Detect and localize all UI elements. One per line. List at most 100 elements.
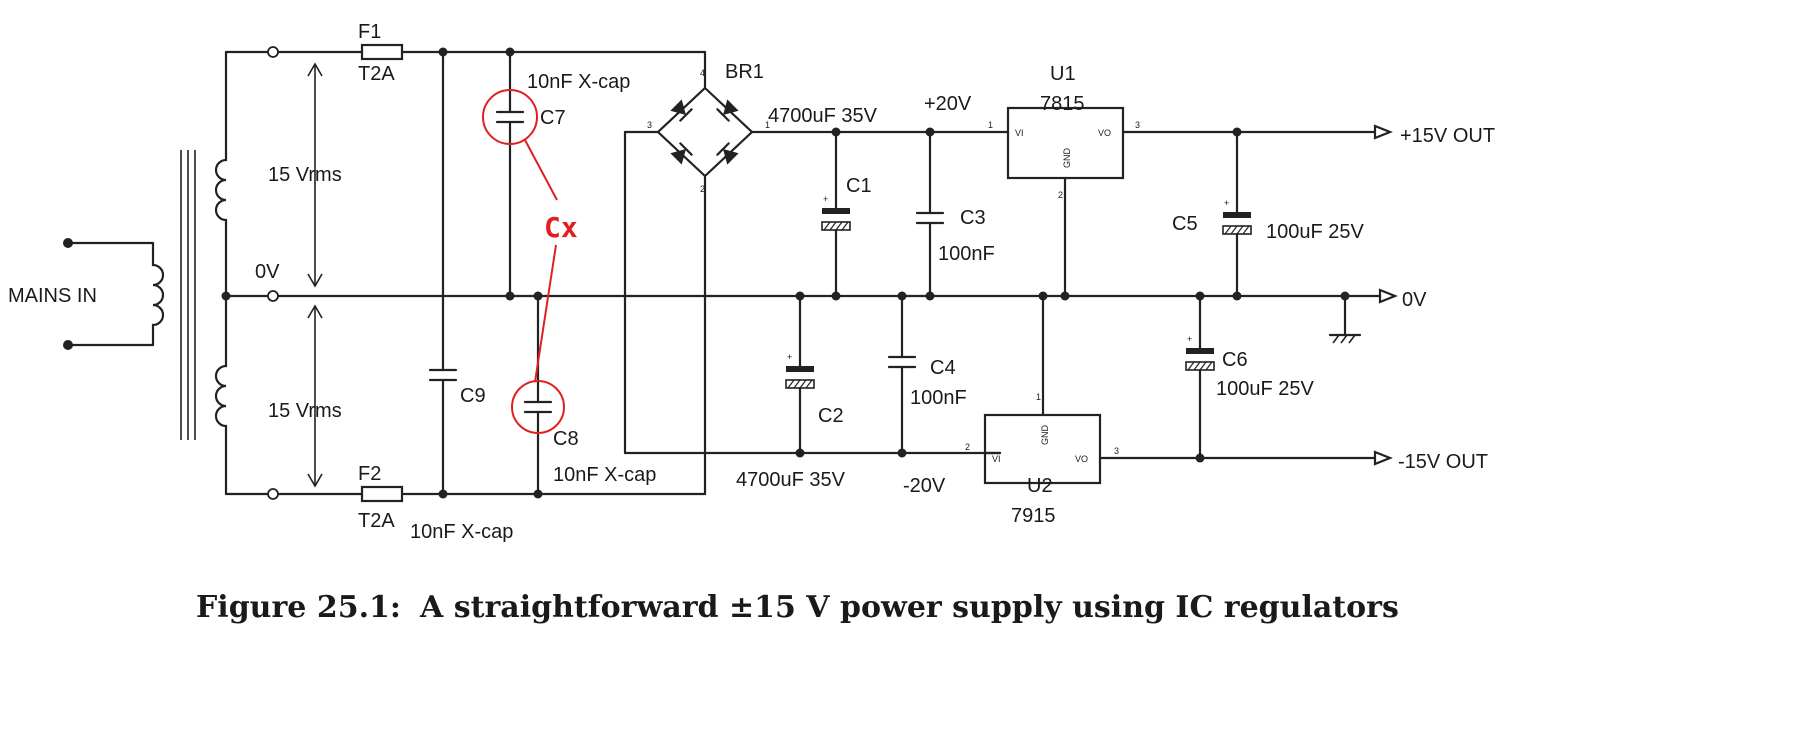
c1-label: C1 [846,175,872,197]
voltage-arrow-top [307,62,323,288]
junction-dot [505,291,515,301]
pin-number: 3 [1135,120,1140,130]
c6-value-label: 100uF 25V [1216,378,1315,400]
regulator-u2 [983,294,1377,485]
zero-v-left-label: 0V [255,261,280,283]
mains-terminal-bottom [63,340,73,350]
capacitor-c3 [915,130,945,298]
pin-number: 1 [988,120,993,130]
capacitor-c9 [428,50,458,496]
junction-dot [1195,453,1205,463]
primary-winding [151,241,165,347]
cx-highlight-c8 [511,380,565,434]
minus20-label: -20V [903,475,946,497]
out-plus-label: +15V OUT [1400,125,1495,147]
u2-vi-label: VI [992,454,1001,464]
secondary-winding-upper [214,50,228,298]
junction-dot [1195,291,1205,301]
c5-label: C5 [1172,213,1198,235]
pin-number: 2 [965,442,970,452]
br1-label: BR1 [725,61,764,83]
terminal-open [267,46,279,58]
junction-dot [925,127,935,137]
junction-dot [505,47,515,57]
cx-pointer-line [524,139,558,201]
pin-number: 3 [1114,446,1119,456]
pin-number: 1 [765,120,770,130]
cx-label: Cx [544,211,578,244]
svg-text:+: + [1187,334,1192,344]
c7-label: C7 [540,107,566,129]
pin-number: 2 [700,184,705,194]
pin-number: 3 [647,120,652,130]
junction-dot [897,448,907,458]
terminal-open [267,290,279,302]
u1-label: U1 [1050,63,1076,85]
fuse-f1 [360,43,404,61]
junction-dot [1232,127,1242,137]
junction-dot [925,291,935,301]
c3-label: C3 [960,207,986,229]
c8-type-label: 10nF X-cap [553,464,656,486]
f2-rating-label: T2A [358,510,395,532]
secondary-winding-lower [214,294,228,496]
u2-label: U2 [1027,475,1053,497]
junction-dot [533,291,543,301]
u2-part-label: 7915 [1011,505,1056,527]
junction-dot [1340,291,1350,301]
cx-annotation [482,89,565,434]
capacitor-c5: + [1222,130,1252,298]
junction-dot [221,291,231,301]
mains-terminal-top [63,238,73,248]
c2-label: C2 [818,405,844,427]
output-arrow-plus [1373,124,1393,140]
junction-dot [438,47,448,57]
u2-gnd-label: GND [1040,425,1050,446]
transformer [63,50,228,496]
cx-pointer-line [534,244,557,383]
c4-value-label: 100nF [910,387,967,409]
junction-dot [897,291,907,301]
vrms-bottom-label: 15 Vrms [268,400,342,422]
pin-number: 2 [1058,190,1063,200]
c1-value-label: 4700uF 35V [768,105,878,127]
junction-dot [831,127,841,137]
svg-text:+: + [1224,198,1229,208]
regulator-u1 [1006,106,1377,298]
u1-vi-label: VI [1015,128,1024,138]
svg-text:+: + [823,194,828,204]
junction-dot [1038,291,1048,301]
c3-value-label: 100nF [938,243,995,265]
f1-rating-label: T2A [358,63,395,85]
caption-text: A straightforward ±15 V power supply usi… [419,590,1399,625]
u1-gnd-label: GND [1062,148,1072,169]
mains-in-label: MAINS IN [8,285,97,307]
terminal-open [267,488,279,500]
c5-value-label: 100uF 25V [1266,221,1365,243]
f1-label: F1 [358,21,381,43]
c2-value-label: 4700uF 35V [736,469,846,491]
output-arrow-minus [1373,450,1393,466]
plus20-label: +20V [924,93,972,115]
c4-label: C4 [930,357,956,379]
junction-dot [795,291,805,301]
out-zero-label: 0V [1402,289,1427,311]
junction-dot [831,291,841,301]
capacitor-c4 [887,294,917,455]
capacitor-c8 [523,294,553,496]
capacitor-c1: + [821,130,851,298]
u1-vo-label: VO [1098,128,1111,138]
capacitor-c7 [495,50,525,298]
c8-label: C8 [553,428,579,450]
bridge-rectifier-br1 [656,86,754,178]
junction-dot [438,489,448,499]
c6-label: C6 [1222,349,1248,371]
f2-label: F2 [358,463,381,485]
u2-vo-label: VO [1075,454,1088,464]
out-minus-label: -15V OUT [1398,451,1488,473]
ground-symbol [1328,294,1362,344]
capacitor-c6: + [1185,294,1215,460]
vrms-top-label: 15 Vrms [268,164,342,186]
svg-text:+: + [787,352,792,362]
